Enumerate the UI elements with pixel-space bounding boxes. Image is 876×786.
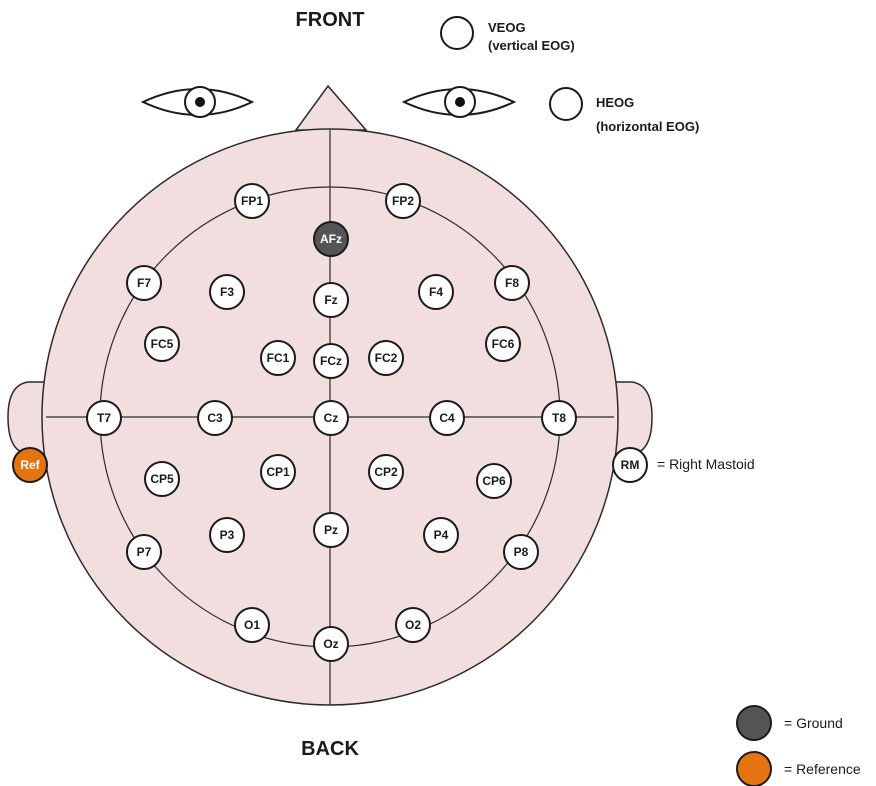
ear-icon-right [614, 381, 653, 455]
electrode-fp2-label: FP2 [392, 194, 414, 208]
electrode-cp1-label: CP1 [266, 465, 290, 479]
electrode-afz-label: AFz [320, 232, 342, 246]
electrode-afz-ground: AFz [313, 221, 349, 257]
veog-circle [440, 16, 474, 50]
electrode-c4-label: C4 [439, 411, 455, 425]
electrode-cp6: CP6 [476, 463, 512, 499]
electrode-fc5: FC5 [144, 326, 180, 362]
electrode-p4: P4 [423, 517, 459, 553]
heog-title: HEOG [596, 95, 634, 110]
electrode-cp5: CP5 [144, 461, 180, 497]
veog-indicator: VEOG (vertical EOG) [440, 16, 575, 53]
heog-circle [549, 87, 583, 121]
electrode-fc2-label: FC2 [375, 351, 398, 365]
front-label: FRONT [296, 9, 365, 31]
electrode-fp1: FP1 [234, 183, 270, 219]
electrode-cp1: CP1 [260, 454, 296, 490]
electrode-p4-label: P4 [434, 528, 449, 542]
electrode-p3-label: P3 [220, 528, 235, 542]
electrode-f4: F4 [418, 274, 454, 310]
legend-reference-label: = Reference [784, 761, 861, 777]
electrode-o1: O1 [234, 607, 270, 643]
back-label: BACK [301, 738, 359, 760]
electrode-fc1-label: FC1 [267, 351, 290, 365]
electrode-cp5-label: CP5 [150, 472, 174, 486]
electrode-f8: F8 [494, 265, 530, 301]
electrode-fcz-label: FCz [320, 354, 342, 368]
electrode-fc2: FC2 [368, 340, 404, 376]
electrode-ref-label: Ref [20, 458, 40, 472]
electrode-rm: RM [612, 447, 648, 483]
veog-title: VEOG [488, 20, 526, 35]
electrode-cp2: CP2 [368, 454, 404, 490]
rm-annotation: = Right Mastoid [657, 456, 755, 472]
electrode-fz: Fz [313, 282, 349, 318]
electrode-f8-label: F8 [505, 276, 519, 290]
electrode-cz-label: Cz [324, 411, 339, 425]
electrode-rm-label: RM [621, 458, 640, 472]
electrode-pz-label: Pz [324, 523, 338, 537]
heog-indicator: HEOG (horizontal EOG) [549, 87, 699, 134]
electrode-p7-label: P7 [137, 545, 152, 559]
electrode-f3-label: F3 [220, 285, 234, 299]
electrode-o2: O2 [395, 607, 431, 643]
heog-subtitle: (horizontal EOG) [596, 119, 699, 134]
veog-subtitle: (vertical EOG) [488, 38, 575, 53]
electrode-fc5-label: FC5 [151, 337, 174, 351]
electrode-f7: F7 [126, 265, 162, 301]
electrode-p8-label: P8 [514, 545, 529, 559]
electrode-f7-label: F7 [137, 276, 151, 290]
eye-icon-left [140, 86, 255, 118]
electrode-fc6-label: FC6 [492, 337, 515, 351]
electrode-cz: Cz [313, 400, 349, 436]
electrode-c3-label: C3 [207, 411, 223, 425]
electrode-p7: P7 [126, 534, 162, 570]
electrode-fc6: FC6 [485, 326, 521, 362]
legend-ground-label: = Ground [784, 715, 843, 731]
electrode-f4-label: F4 [429, 285, 443, 299]
electrode-o1-label: O1 [244, 618, 260, 632]
electrode-fcz: FCz [313, 343, 349, 379]
electrode-t7-label: T7 [97, 411, 111, 425]
electrode-oz: Oz [313, 626, 349, 662]
electrode-f3: F3 [209, 274, 245, 310]
electrode-t8: T8 [541, 400, 577, 436]
legend-ground-swatch [736, 705, 772, 741]
nose-icon [294, 84, 368, 131]
ear-icon-left [7, 381, 46, 455]
legend-reference-swatch [736, 751, 772, 786]
electrode-fp1-label: FP1 [241, 194, 263, 208]
electrode-fz-label: Fz [324, 293, 337, 307]
eye-icon-right [401, 86, 517, 118]
legend: = Ground = Reference [736, 705, 861, 786]
electrode-cp6-label: CP6 [482, 474, 506, 488]
electrode-t7: T7 [86, 400, 122, 436]
electrode-pz: Pz [313, 512, 349, 548]
electrode-fp2: FP2 [385, 183, 421, 219]
electrode-fc1: FC1 [260, 340, 296, 376]
electrode-c3: C3 [197, 400, 233, 436]
electrode-o2-label: O2 [405, 618, 421, 632]
electrode-c4: C4 [429, 400, 465, 436]
electrode-cp2-label: CP2 [374, 465, 398, 479]
electrode-ref: Ref [12, 447, 48, 483]
electrode-t8-label: T8 [552, 411, 566, 425]
electrode-p8: P8 [503, 534, 539, 570]
electrode-p3: P3 [209, 517, 245, 553]
electrode-oz-label: Oz [323, 637, 338, 651]
